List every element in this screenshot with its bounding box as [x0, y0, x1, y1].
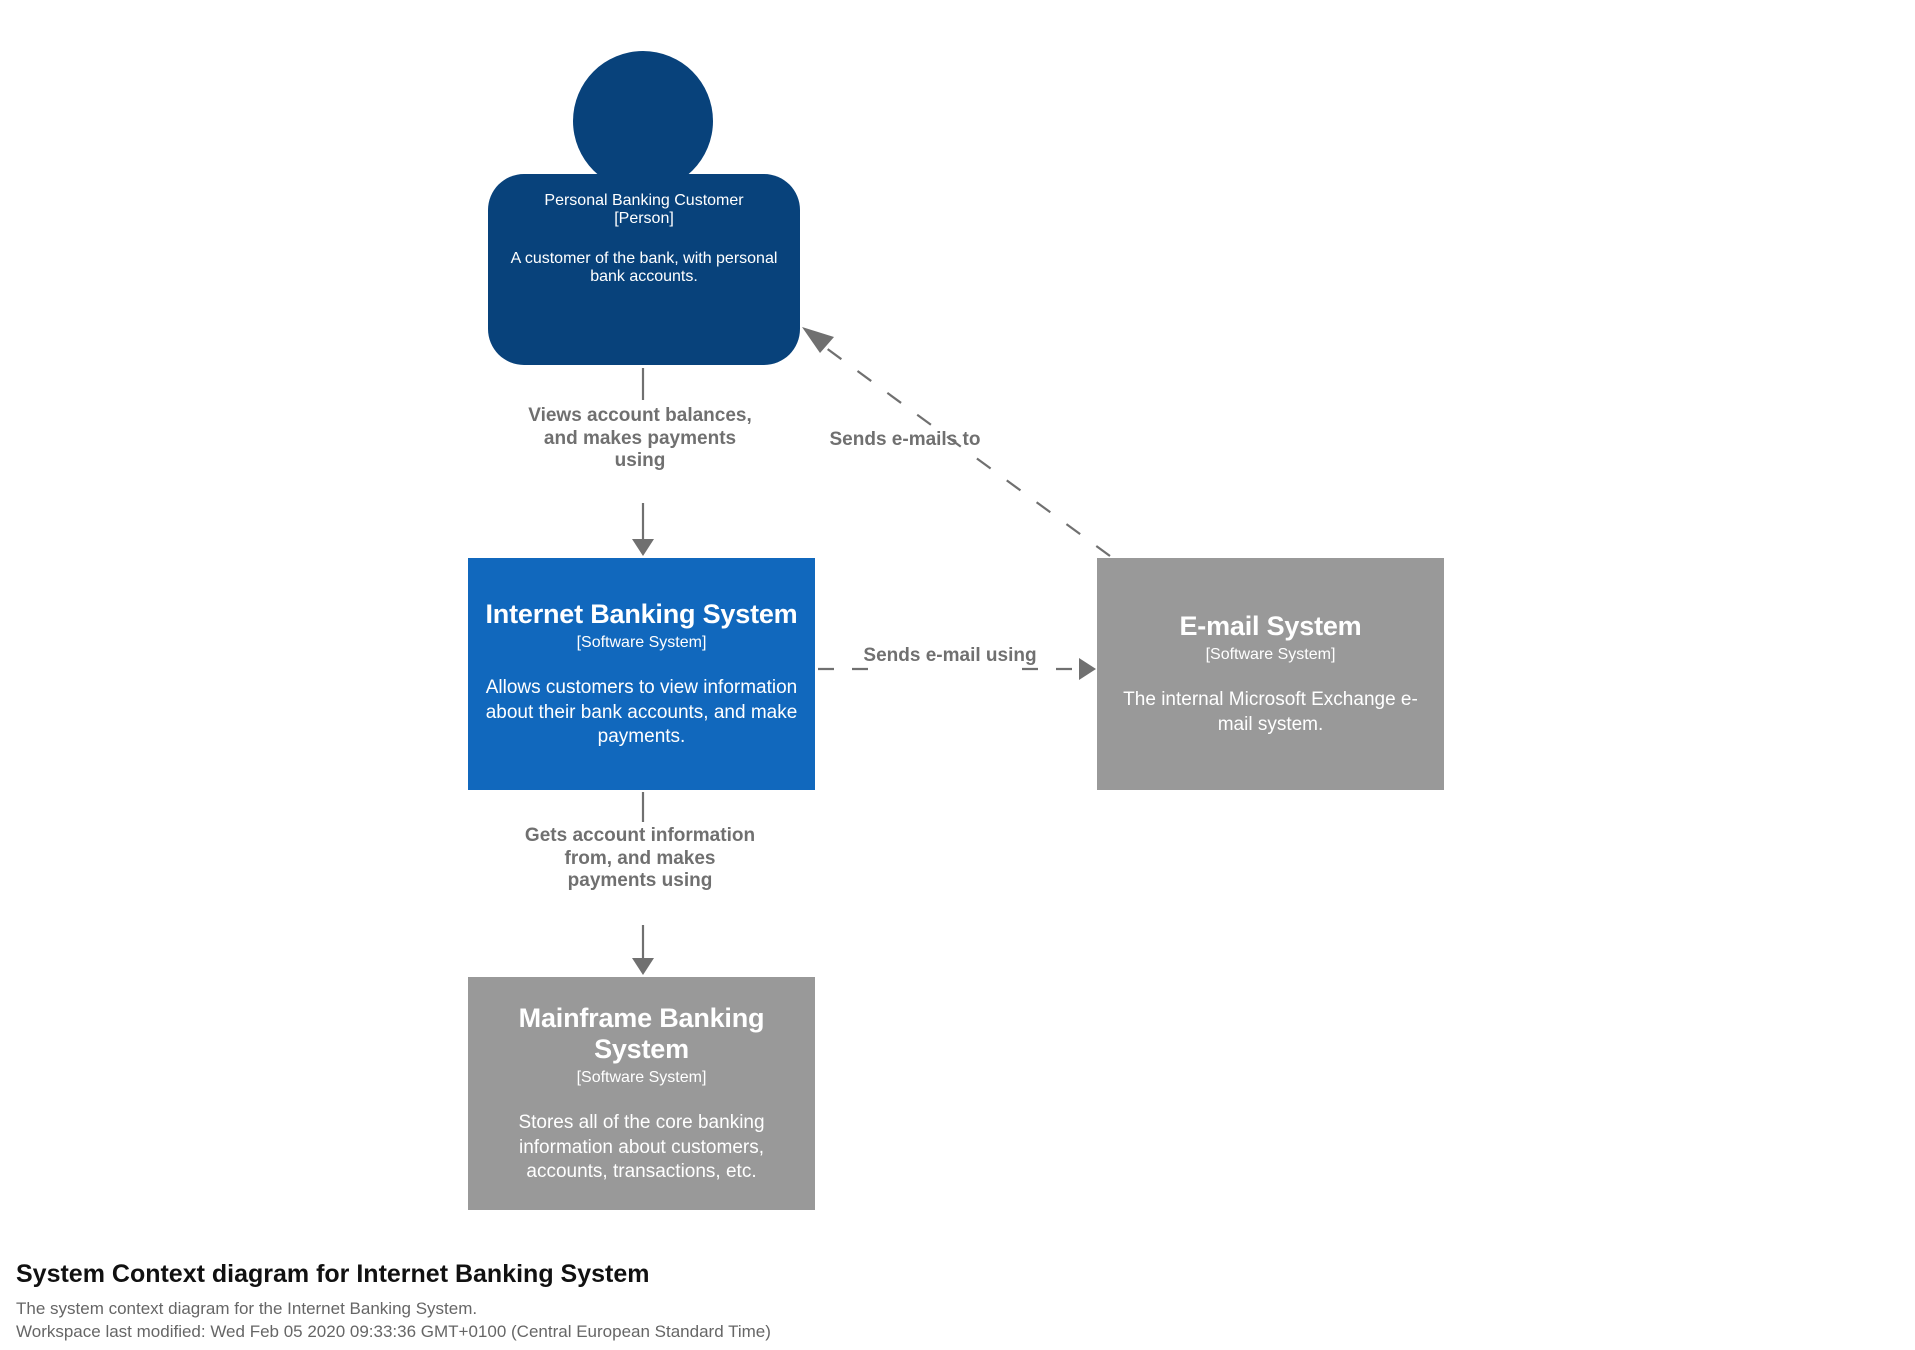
node-type: [Person]	[614, 210, 674, 227]
workspace-last-modified: Workspace last modified: Wed Feb 05 2020…	[16, 1321, 771, 1341]
node-name: Internet Banking System	[485, 598, 798, 629]
node-description: Allows customers to view information abo…	[485, 677, 798, 747]
diagram-footer: System Context diagram for Internet Bank…	[16, 1258, 1516, 1343]
relationship-label-internet-banking-system-to-email-system: Sends e-mail using	[863, 645, 1037, 666]
node-name: Personal Banking Customer	[544, 192, 744, 209]
node-name: E-mail System	[1179, 610, 1362, 641]
node-internet-banking-system[interactable]: Internet Banking System [Software System…	[468, 558, 815, 790]
relationship-label-internet-banking-system-to-mainframe: Gets account information from, and makes…	[524, 825, 756, 892]
node-description: Stores all of the core banking informati…	[518, 1112, 765, 1183]
person-body: Personal Banking Customer [Person] A cus…	[488, 174, 800, 365]
node-email-system[interactable]: E-mail System [Software System] The inte…	[1097, 558, 1444, 790]
relationship-label-email-system-to-person: Sends e-mails to	[829, 429, 981, 450]
node-description: The internal Microsoft Exchange e-mail s…	[1123, 689, 1418, 735]
node-mainframe-banking-system[interactable]: Mainframe Banking System [Software Syste…	[468, 977, 815, 1210]
node-type: [Software System]	[576, 1069, 707, 1087]
node-personal-banking-customer[interactable]: Personal Banking Customer [Person] A cus…	[488, 51, 800, 365]
node-type: [Software System]	[576, 634, 707, 652]
node-type: [Software System]	[1205, 646, 1336, 664]
diagram-description: The system context diagram for the Inter…	[16, 1298, 478, 1318]
person-head-icon	[573, 51, 713, 191]
node-description: A customer of the bank, with personal ba…	[510, 250, 778, 285]
node-name: Mainframe Banking System	[518, 1002, 765, 1064]
diagram-title: System Context diagram for Internet Bank…	[16, 1260, 650, 1288]
relationship-label-person-to-internet-banking-system: Views account balances, and makes paymen…	[528, 405, 752, 472]
